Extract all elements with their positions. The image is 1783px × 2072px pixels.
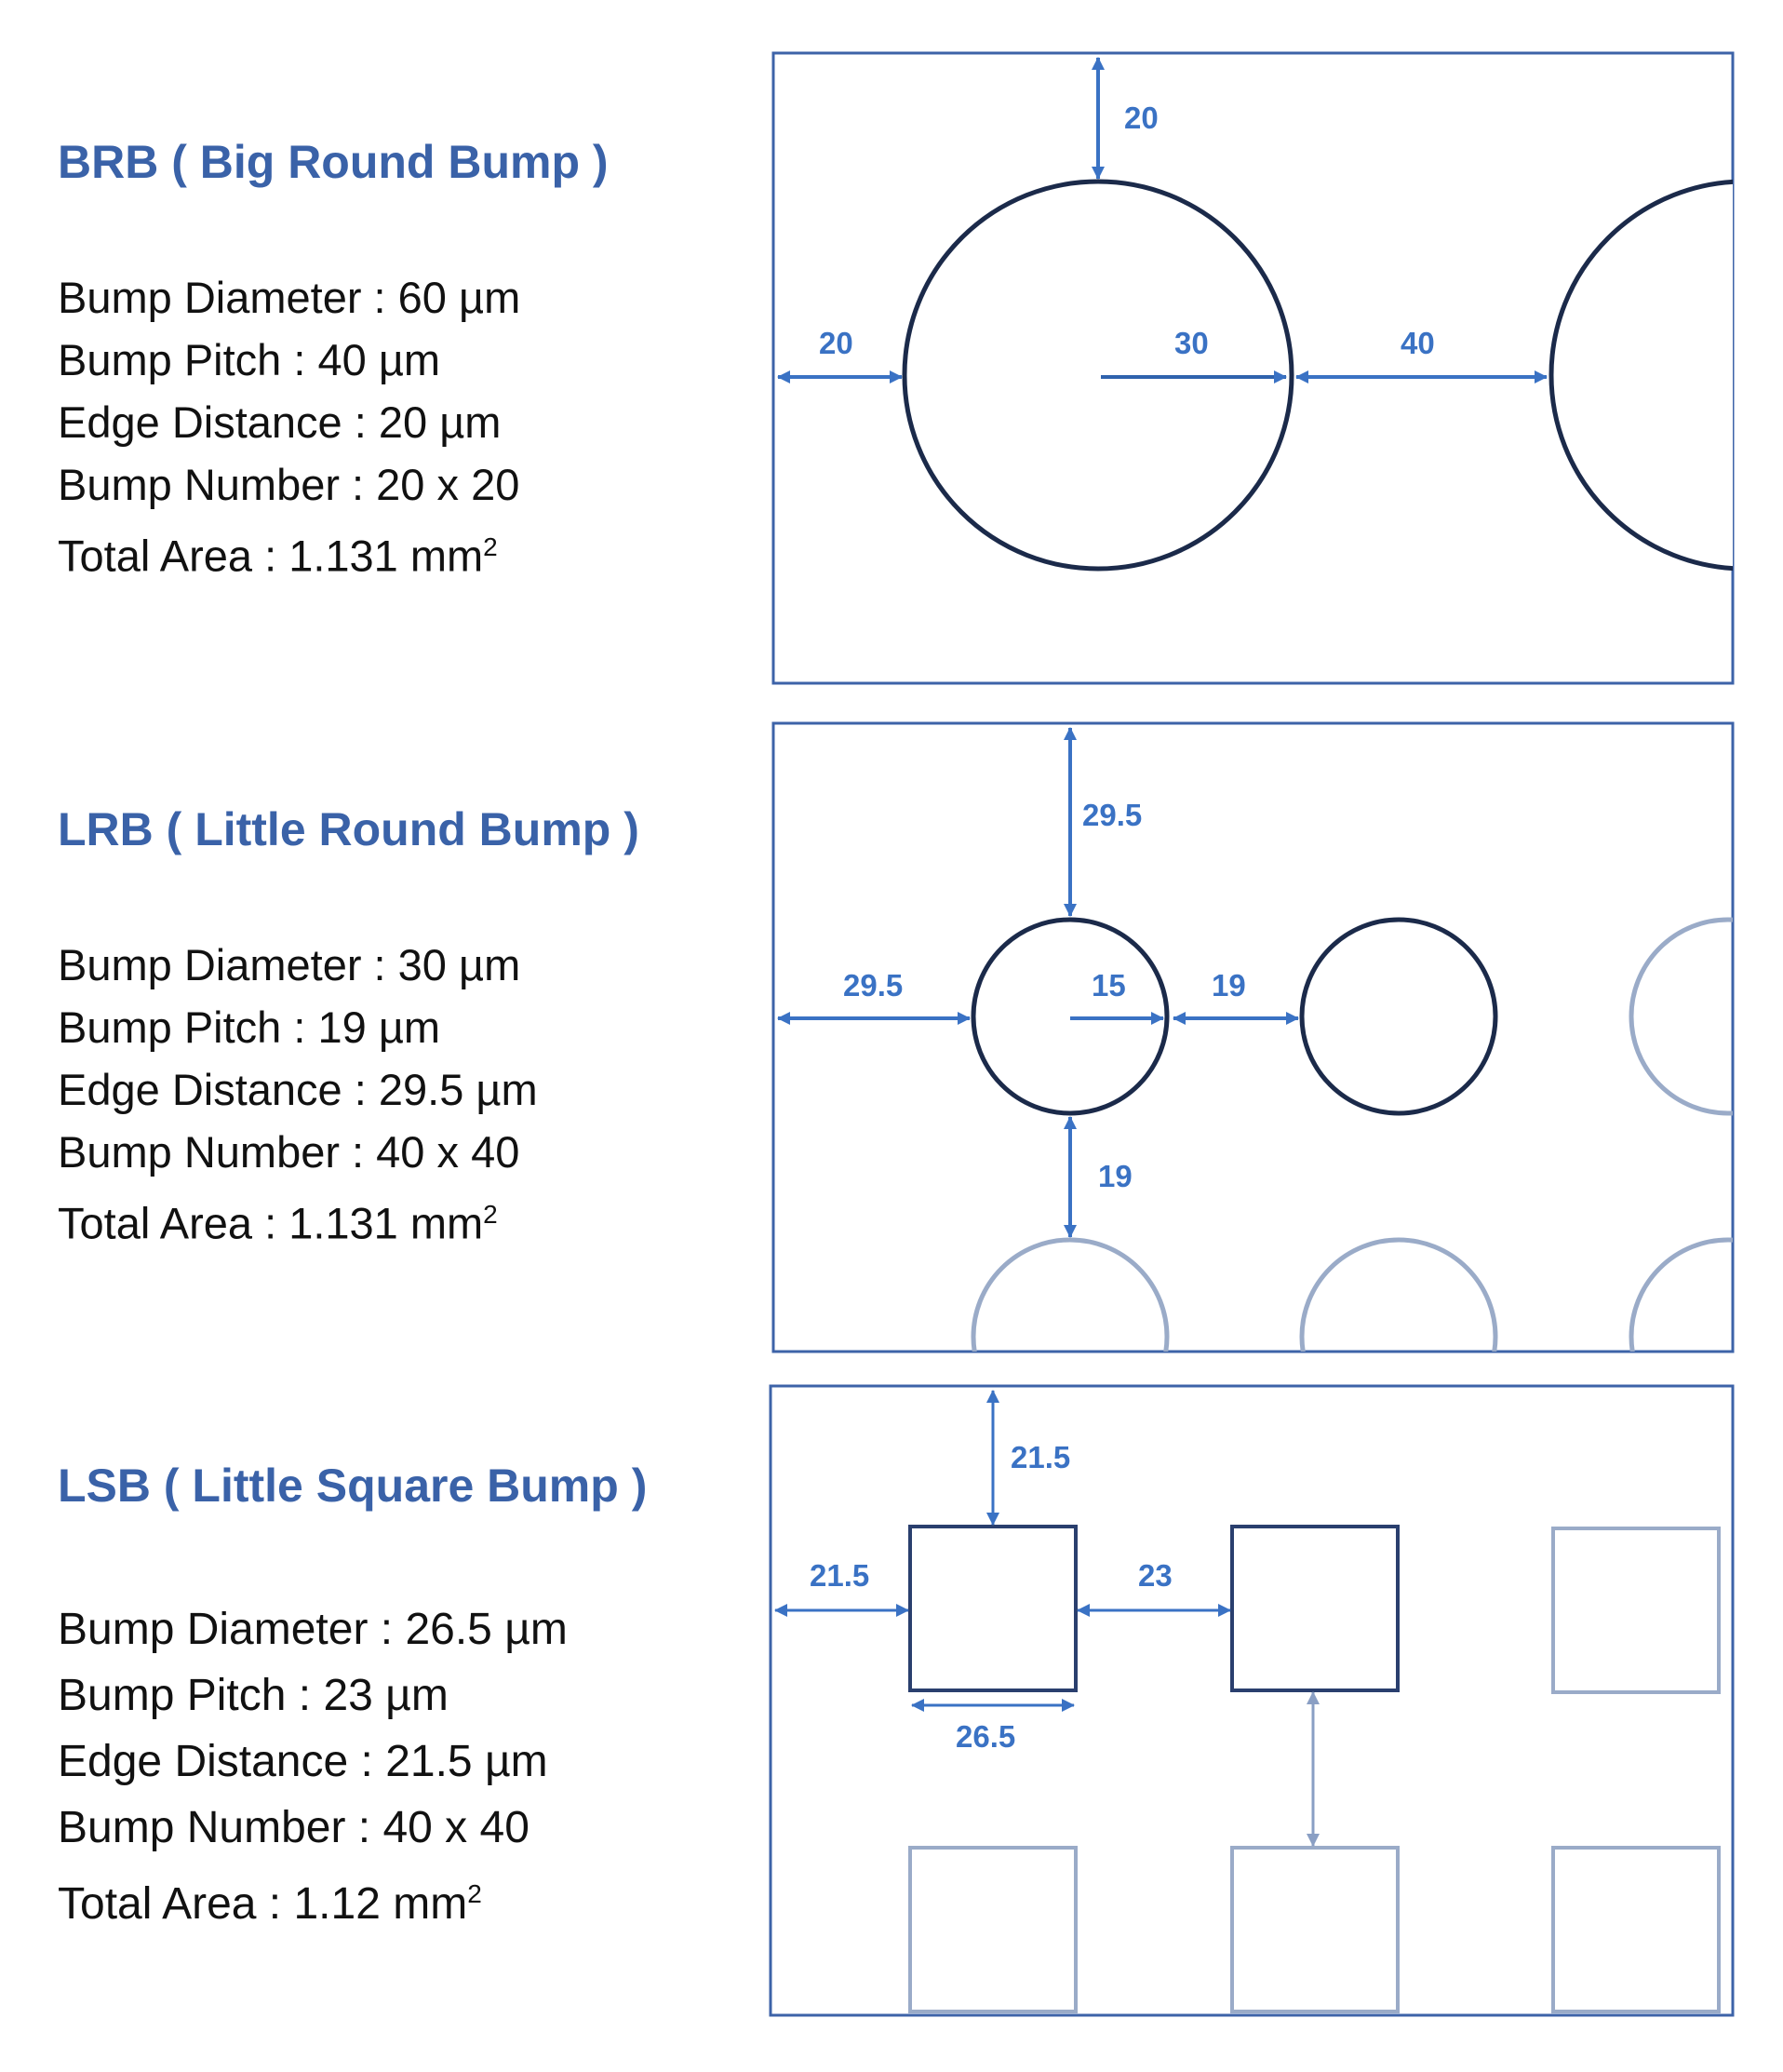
lrb-frame xyxy=(771,721,1735,1353)
lsb-total-area: Total Area : 1.12 mm2 xyxy=(58,1879,482,1929)
brb-diagram: 20 20 30 40 xyxy=(771,51,1735,685)
lrb-top-label: 29.5 xyxy=(1082,798,1142,832)
brb-bump-diameter: Bump Diameter : 60 µm xyxy=(58,273,521,322)
lsb-title: LSB ( Little Square Bump ) xyxy=(58,1460,648,1512)
brb-title: BRB ( Big Round Bump ) xyxy=(58,136,609,188)
lrb-ghost-circle xyxy=(971,1237,1170,1352)
brb-total-area: Total Area : 1.131 mm2 xyxy=(58,531,498,581)
lsb-diagram: 21.5 21.5 23 26.5 xyxy=(769,1384,1735,2017)
brb-spec-list: Bump Diameter : 60 µm Bump Pitch : 40 µm… xyxy=(58,266,520,587)
lrb-diagram: 29.5 29.5 15 19 19 xyxy=(771,721,1735,1353)
lsb-edge-distance: Edge Distance : 21.5 µm xyxy=(58,1737,548,1786)
lsb-bump-square xyxy=(1230,1525,1400,1692)
brb-bump-number: Bump Number : 20 x 20 xyxy=(58,460,520,509)
lsb-bump-square xyxy=(908,1525,1078,1692)
lsb-left-label: 21.5 xyxy=(810,1558,869,1593)
lsb-ghost-square xyxy=(1551,1846,1721,2013)
lsb-spec-list: Bump Diameter : 26.5 µm Bump Pitch : 23 … xyxy=(58,1596,568,1937)
lrb-left-label: 29.5 xyxy=(843,968,903,1002)
brb-top-label: 20 xyxy=(1124,101,1159,135)
lsb-ghost-square xyxy=(1230,1846,1400,2013)
lsb-ghost-square xyxy=(908,1846,1078,2013)
lrb-bump-diameter: Bump Diameter : 30 µm xyxy=(58,940,521,989)
lrb-ghost-circle xyxy=(1629,1237,1733,1352)
lsb-size-label: 26.5 xyxy=(956,1719,1015,1754)
brb-gap-label: 40 xyxy=(1401,326,1435,360)
lsb-bump-pitch: Bump Pitch : 23 µm xyxy=(58,1671,449,1720)
brb-bump-circle-partial xyxy=(1548,179,1733,572)
lsb-frame xyxy=(769,1384,1735,2017)
lrb-bump-pitch: Bump Pitch : 19 µm xyxy=(58,1002,441,1052)
lsb-gap-label: 23 xyxy=(1138,1558,1173,1593)
lsb-ghost-square xyxy=(1551,1527,1721,1694)
brb-edge-distance: Edge Distance : 20 µm xyxy=(58,397,502,447)
lrb-title: LRB ( Little Round Bump ) xyxy=(58,803,639,855)
lrb-bump-number: Bump Number : 40 x 40 xyxy=(58,1127,520,1177)
brb-bump-pitch: Bump Pitch : 40 µm xyxy=(58,335,441,384)
lrb-total-area: Total Area : 1.131 mm2 xyxy=(58,1198,498,1248)
lrb-edge-distance: Edge Distance : 29.5 µm xyxy=(58,1065,538,1114)
lsb-bump-diameter: Bump Diameter : 26.5 µm xyxy=(58,1605,568,1654)
lrb-radius-label: 15 xyxy=(1092,968,1126,1002)
brb-bump-circle xyxy=(902,179,1294,572)
lsb-bump-number: Bump Number : 40 x 40 xyxy=(58,1803,530,1852)
lrb-spec-list: Bump Diameter : 30 µm Bump Pitch : 19 µm… xyxy=(58,934,538,1255)
lrb-vgap-label: 19 xyxy=(1098,1159,1133,1193)
lrb-ghost-circle xyxy=(1299,1237,1498,1352)
brb-radius-label: 30 xyxy=(1174,326,1209,360)
lsb-top-label: 21.5 xyxy=(1011,1440,1070,1474)
lrb-gap-label: 19 xyxy=(1212,968,1246,1002)
lrb-bump-circle xyxy=(1299,917,1498,1116)
brb-left-label: 20 xyxy=(819,326,853,360)
lrb-ghost-circle xyxy=(1629,917,1733,1116)
